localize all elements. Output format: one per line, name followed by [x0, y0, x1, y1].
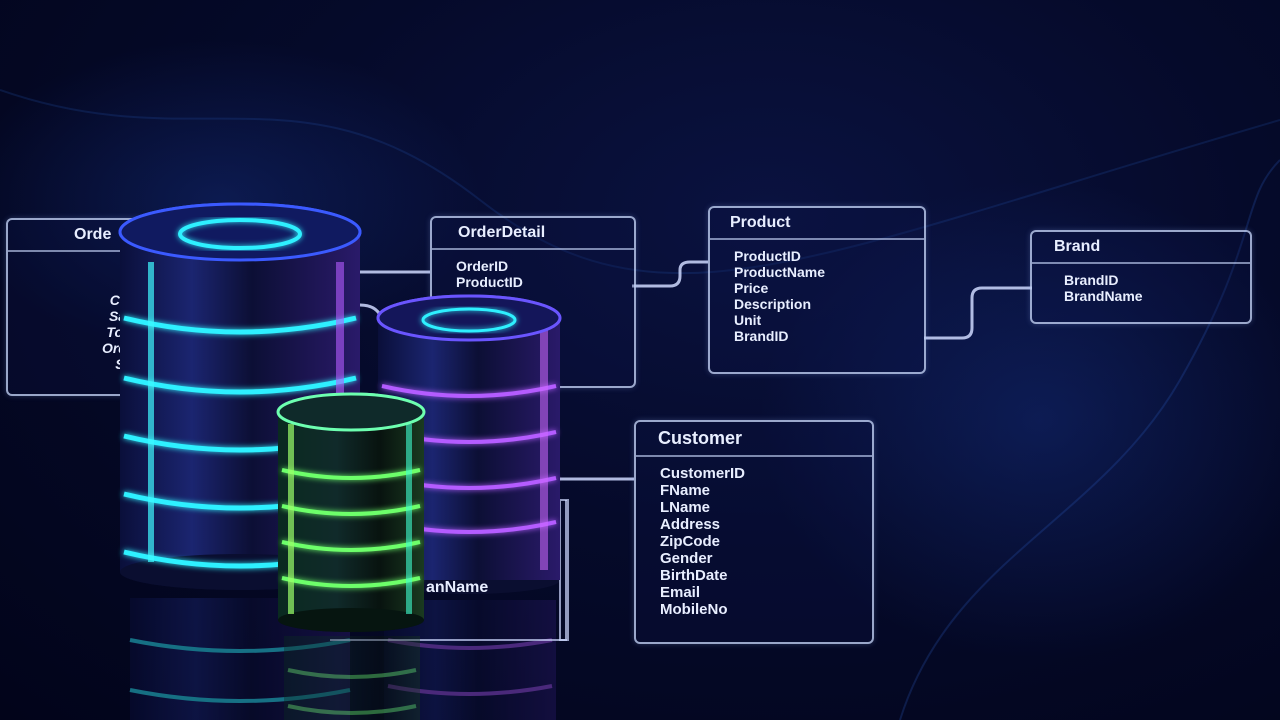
table-brand: Brand BrandID BrandName [1030, 230, 1252, 324]
field: BrandID [734, 328, 789, 344]
field: OrderID [456, 258, 509, 274]
field: Order [119, 276, 158, 292]
field: ProductName [734, 264, 826, 280]
hidden-table-field: anName [426, 579, 489, 596]
field: Address [660, 516, 721, 533]
field: Price [734, 280, 769, 296]
table-order: Orde Order Order Custon Salema TotalAn O… [6, 218, 160, 396]
field: LName [660, 499, 711, 516]
field: Email [660, 584, 701, 601]
table-title: OrderDetail [432, 218, 634, 250]
field: Salema [108, 308, 158, 324]
table-product: Product ProductID ProductName Price Desc… [708, 206, 926, 374]
field: FName [660, 482, 711, 499]
connector-orderdetail-product [632, 260, 708, 288]
wave-line [899, 159, 1280, 720]
field: Custon [109, 292, 158, 308]
haze-right [760, 180, 1280, 660]
field: Status [115, 356, 158, 372]
table-title: Orde [8, 220, 158, 252]
table-customer: Customer CustomerID FName LName Address … [634, 420, 874, 644]
field: Unit [734, 312, 762, 328]
wave-line [0, 89, 1280, 275]
field: BrandName [1064, 288, 1143, 304]
connector-product-brand [924, 286, 1032, 340]
field: ProductID [734, 248, 801, 264]
field: BirthDate [660, 567, 728, 584]
field: Description [734, 296, 812, 312]
field: ProductID [456, 274, 523, 290]
field: Order [119, 260, 158, 276]
table-title: Customer [636, 422, 872, 457]
table-title: Product [710, 208, 924, 240]
field: BrandID [1064, 272, 1119, 288]
field: MobileNo [660, 601, 728, 618]
table-title: Brand [1032, 232, 1250, 264]
field: TotalAn [106, 324, 158, 340]
table-order-detail: OrderDetail OrderID ProductID [430, 216, 636, 388]
database-cylinder-icon-small [276, 392, 426, 720]
field: OrderRe [101, 340, 158, 356]
field: ZipCode [660, 533, 720, 550]
field: CustomerID [660, 465, 746, 482]
field: Gender [660, 550, 713, 567]
